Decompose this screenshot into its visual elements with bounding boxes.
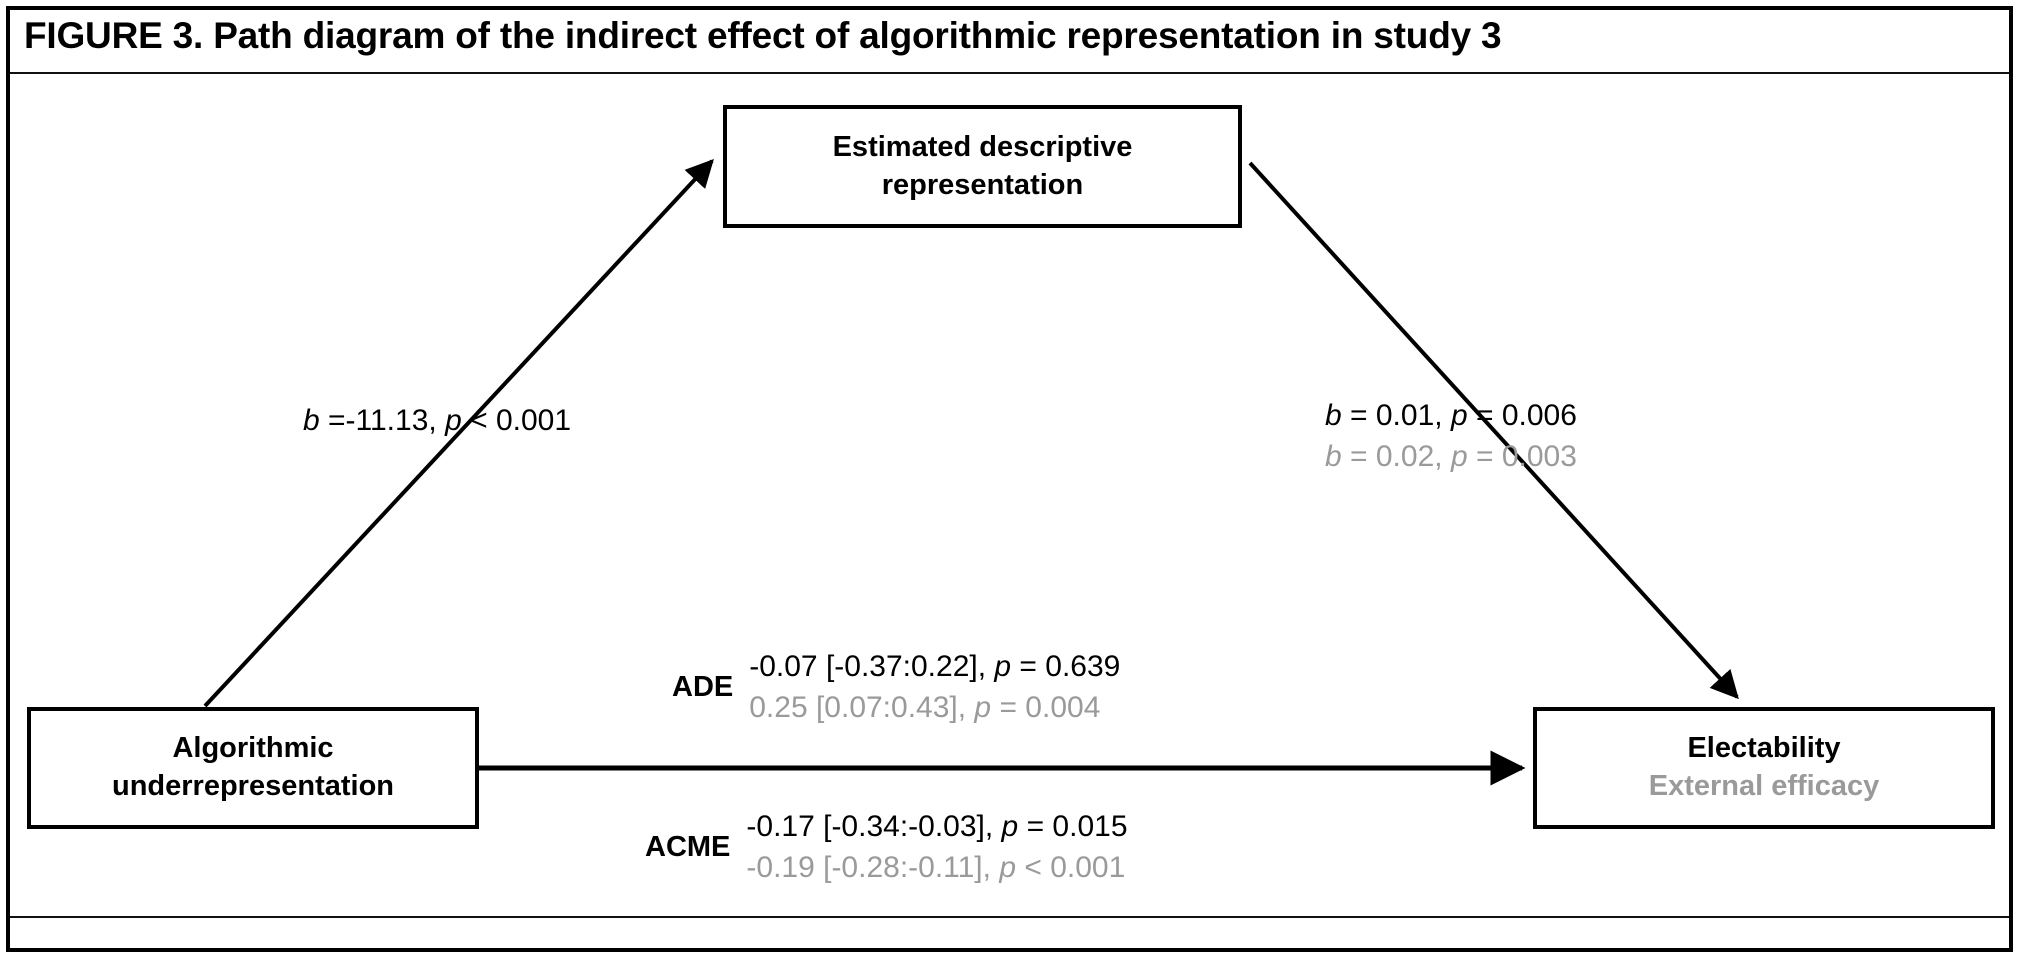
effect-row-acme: ACME -0.17 [-0.34:-0.03], p = 0.015 -0.1… (645, 806, 1128, 889)
bottom-divider (10, 916, 2009, 918)
acme-primary-p-symbol: p (1001, 810, 1019, 843)
node-electability-external-efficacy[interactable]: Electability External efficacy (1533, 707, 1995, 829)
effect-ade-primary: -0.07 [-0.37:0.22], p = 0.639 (749, 646, 1120, 687)
node-outcome-line2: External efficacy (1648, 770, 1880, 802)
effect-values-ade: -0.07 [-0.37:0.22], p = 0.639 0.25 [0.07… (749, 646, 1120, 729)
a-path-b-symbol: b (303, 404, 320, 437)
acme-secondary-p-symbol: p (999, 851, 1016, 885)
b-path-b-symbol-secondary: b (1325, 440, 1342, 474)
a-path-p-value: < 0.001 (461, 404, 572, 437)
node-mediator-line1: Estimated descriptive (832, 130, 1133, 163)
b-path-b-symbol: b (1325, 399, 1342, 432)
ade-primary-estimate: -0.07 [-0.37:0.22], (749, 650, 995, 683)
a-path-b-value: =-11.13, (319, 404, 446, 437)
path-label-b-secondary: b = 0.02, p = 0.003 (1325, 436, 1577, 477)
b-path-b-value-secondary: = 0.02, (1341, 440, 1451, 474)
acme-primary-p-value: = 0.015 (1018, 810, 1128, 843)
path-label-a: b =-11.13, p < 0.001 (303, 400, 571, 441)
b-path-p-symbol: p (1450, 399, 1468, 432)
title-divider (10, 72, 2009, 74)
effect-acme-primary: -0.17 [-0.34:-0.03], p = 0.015 (746, 806, 1127, 847)
node-predictor-line2: underrepresentation (112, 770, 394, 802)
b-path-b-value: = 0.01, (1341, 399, 1451, 432)
acme-secondary-estimate: -0.19 [-0.28:-0.11], (746, 851, 1000, 885)
b-path-p-value: = 0.006 (1467, 399, 1577, 432)
path-label-a-primary: b =-11.13, p < 0.001 (303, 400, 571, 441)
ade-primary-p-value: = 0.639 (1011, 650, 1121, 683)
node-estimated-descriptive-representation[interactable]: Estimated descriptive representation (723, 105, 1242, 228)
node-mediator-line2: representation (881, 168, 1084, 201)
a-path-p-symbol: p (445, 404, 462, 437)
node-outcome-line1: Electability (1687, 732, 1841, 765)
ade-secondary-p-value: = 0.004 (991, 691, 1101, 725)
node-algorithmic-underrepresentation[interactable]: Algorithmic underrepresentation (27, 707, 479, 829)
path-label-b-primary: b = 0.01, p = 0.006 (1325, 395, 1577, 436)
ade-primary-p-symbol: p (994, 650, 1012, 683)
effect-acme-secondary: -0.19 [-0.28:-0.11], p < 0.001 (746, 847, 1127, 888)
figure-title: FIGURE 3. Path diagram of the indirect e… (24, 15, 1502, 56)
effect-values-acme: -0.17 [-0.34:-0.03], p = 0.015 -0.19 [-0… (746, 806, 1127, 889)
path-label-b: b = 0.01, p = 0.006 b = 0.02, p = 0.003 (1325, 395, 1577, 478)
figure-border (6, 6, 2013, 952)
b-path-p-value-secondary: = 0.003 (1467, 440, 1577, 474)
b-path-p-symbol-secondary: p (1450, 440, 1468, 474)
node-predictor-line1: Algorithmic (172, 732, 334, 765)
effect-tag-ade: ADE (672, 670, 734, 703)
acme-primary-estimate: -0.17 [-0.34:-0.03], (746, 810, 1002, 843)
effect-row-ade: ADE -0.07 [-0.37:0.22], p = 0.639 0.25 [… (672, 646, 1120, 729)
ade-secondary-p-symbol: p (974, 691, 992, 725)
effect-ade-secondary: 0.25 [0.07:0.43], p = 0.004 (749, 687, 1120, 728)
effect-tag-acme: ACME (645, 830, 731, 863)
acme-secondary-p-value: < 0.001 (1016, 851, 1126, 885)
ade-secondary-estimate: 0.25 [0.07:0.43], (749, 691, 975, 725)
